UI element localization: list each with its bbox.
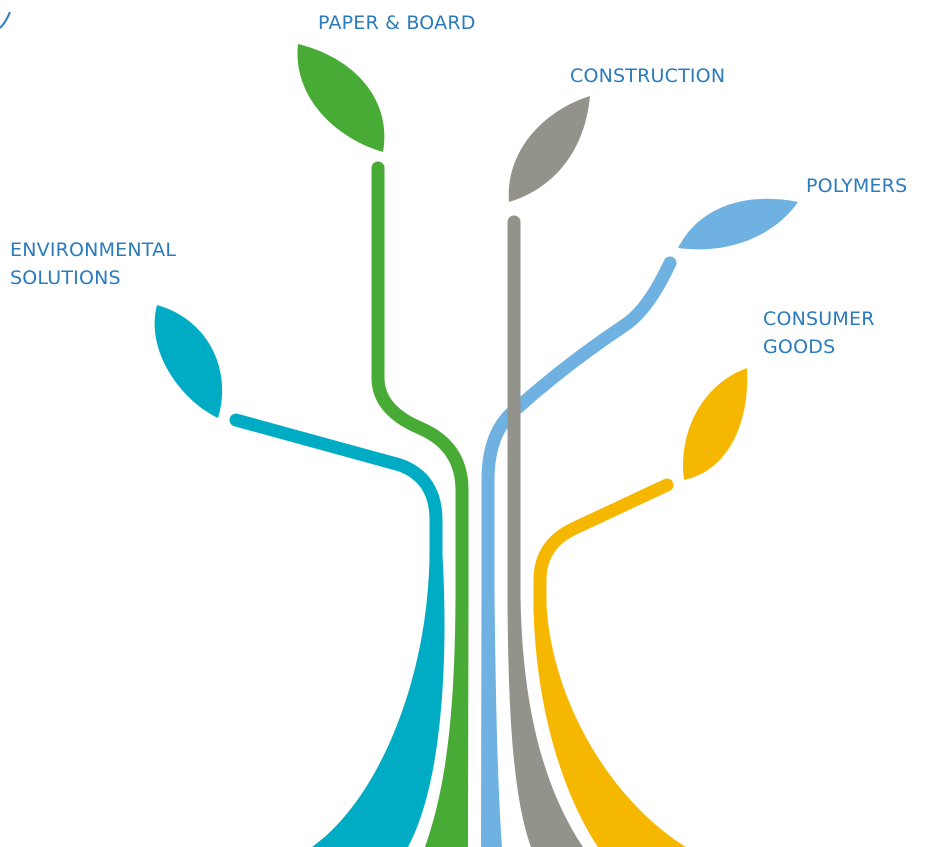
label-environmental-solutions-line-1: ENVIRONMENTAL	[10, 239, 177, 261]
label-environmental-solutions: ENVIRONMENTAL SOLUTIONS	[10, 236, 176, 292]
branch-polymers-stroke	[481, 256, 677, 607]
branch-polymers	[481, 198, 798, 847]
branch-environmental-solutions	[154, 305, 445, 847]
label-paper-board-text: PAPER & BOARD	[318, 12, 476, 34]
label-consumer-goods-line-2: GOODS	[763, 336, 836, 358]
label-polymers-text: POLYMERS	[806, 175, 908, 197]
leaf-environmental-solutions	[154, 305, 223, 418]
label-construction-text: CONSTRUCTION	[570, 65, 726, 87]
branch-environmental-solutions-stroke	[229, 413, 443, 567]
branch-construction	[507, 96, 590, 847]
trunk-paper-board	[425, 595, 469, 847]
branch-consumer-goods	[533, 368, 748, 847]
trunk-construction	[507, 595, 583, 847]
leaf-paper-board	[297, 44, 385, 152]
label-paper-board: PAPER & BOARD	[318, 9, 476, 37]
label-consumer-goods-line-1: CONSUMER	[763, 308, 875, 330]
label-consumer-goods: CONSUMER GOODS	[763, 305, 875, 361]
leaf-consumer-goods	[683, 368, 748, 480]
leaf-polymers	[678, 198, 798, 250]
branch-paper-board-stroke	[371, 161, 469, 607]
trunk-polymers	[481, 595, 502, 847]
trunk-environmental-solutions	[312, 555, 445, 847]
label-polymers: POLYMERS	[806, 172, 907, 200]
branch-consumer-goods-stroke	[533, 478, 674, 617]
leaf-construction	[508, 96, 590, 202]
label-environmental-solutions-line-2: SOLUTIONS	[10, 267, 121, 289]
corner-arrow-icon	[0, 11, 11, 29]
branch-paper-board	[297, 44, 469, 847]
label-construction: CONSTRUCTION	[570, 62, 725, 90]
trunk-consumer-goods	[533, 605, 686, 847]
